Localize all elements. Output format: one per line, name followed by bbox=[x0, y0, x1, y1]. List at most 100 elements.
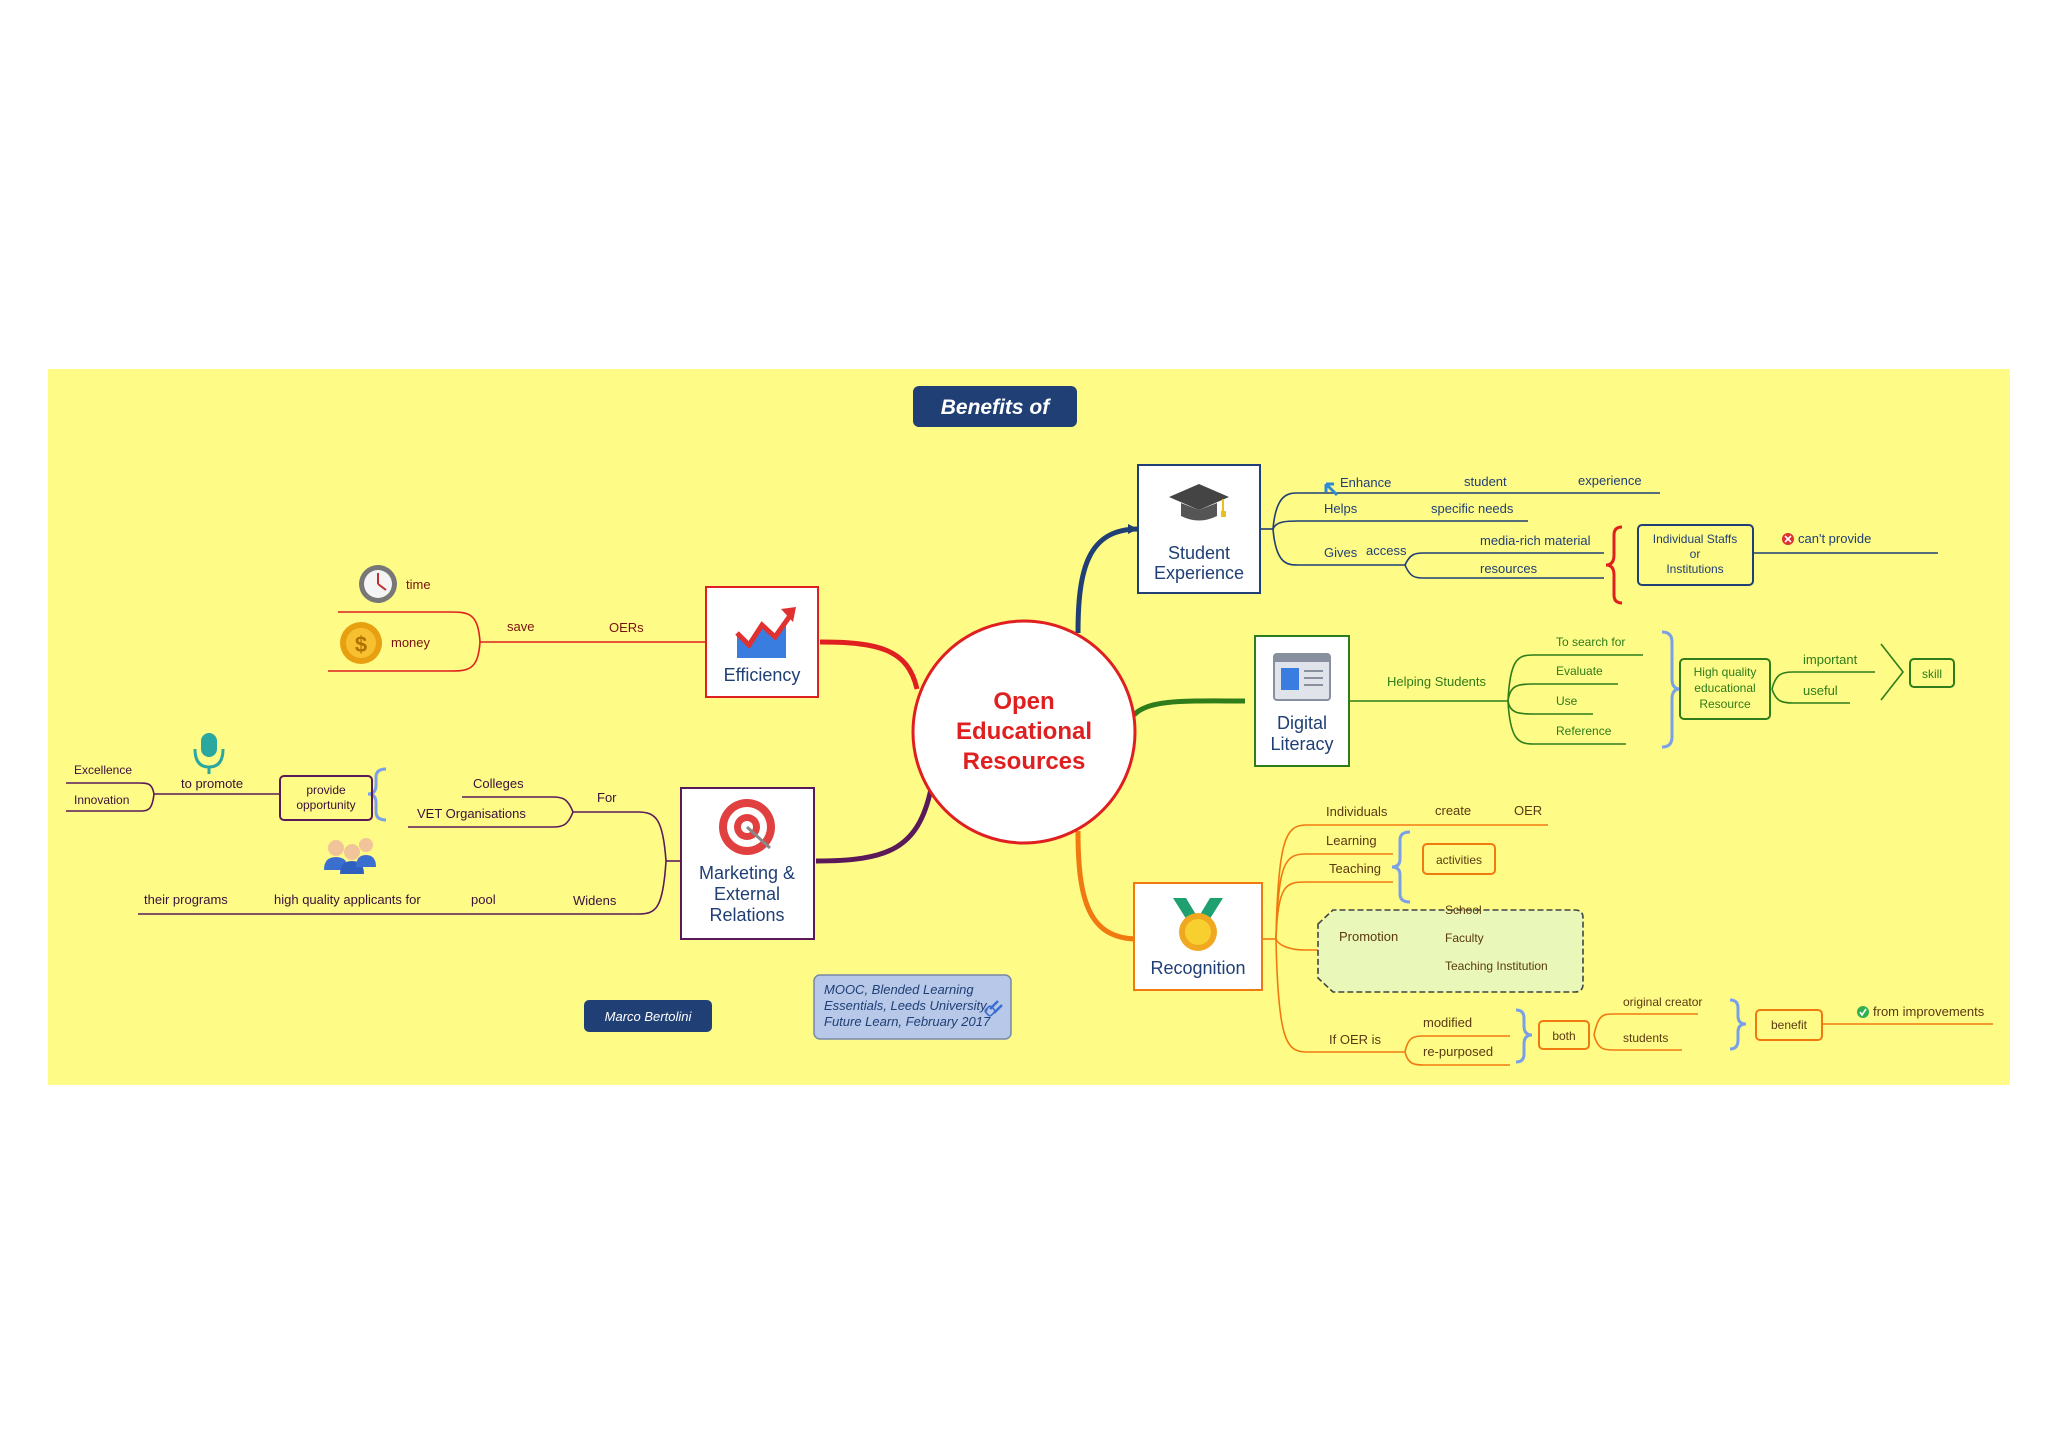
cross-icon bbox=[1782, 533, 1794, 545]
learning-label: Learning bbox=[1326, 833, 1377, 848]
useful-label: useful bbox=[1803, 683, 1838, 698]
dl-item-search: To search for bbox=[1556, 635, 1625, 649]
staff-line-3: Institutions bbox=[1666, 562, 1723, 576]
connector-efficiency bbox=[819, 639, 920, 690]
microphone-icon bbox=[193, 733, 225, 774]
svg-text:$: $ bbox=[355, 632, 367, 657]
colleges-label: Colleges bbox=[473, 776, 524, 791]
citation-box[interactable]: MOOC, Blended Learning Essentials, Leeds… bbox=[813, 974, 1012, 1040]
dl-item-evaluate: Evaluate bbox=[1556, 664, 1603, 678]
innovation-label: Innovation bbox=[74, 793, 129, 807]
staff-line-2: or bbox=[1690, 547, 1701, 561]
citation-line-2: Essentials, Leeds University, bbox=[824, 998, 989, 1013]
create-label: create bbox=[1435, 803, 1471, 818]
to-promote-label: to promote bbox=[181, 776, 243, 791]
brace-icon bbox=[1391, 830, 1411, 904]
clock-icon bbox=[359, 565, 397, 603]
both-box[interactable]: both bbox=[1538, 1020, 1590, 1050]
hq-resource-box[interactable]: High quality educational Resource bbox=[1679, 658, 1771, 720]
for-label: For bbox=[597, 790, 617, 805]
their-programs-label: their programs bbox=[144, 892, 228, 907]
central-line-3: Resources bbox=[963, 748, 1086, 775]
connector-student bbox=[1075, 526, 1139, 634]
brace-icon bbox=[1661, 630, 1681, 749]
level-school: School bbox=[1445, 903, 1482, 917]
marketing-title-2: External bbox=[714, 884, 780, 904]
brace-icon bbox=[1515, 1008, 1533, 1064]
provide-line-1: provide bbox=[306, 783, 346, 797]
staff-line-1: Individual Staffs bbox=[1653, 532, 1738, 546]
efficiency-title: Efficiency bbox=[724, 665, 801, 685]
hq-line-2: educational bbox=[1694, 681, 1755, 695]
node-recognition[interactable]: Recognition bbox=[1133, 882, 1263, 991]
growth-chart-icon bbox=[735, 607, 796, 658]
connector-recognition bbox=[1075, 830, 1139, 942]
central-line-2: Educational bbox=[956, 718, 1092, 745]
graduation-cap-icon bbox=[1169, 484, 1229, 521]
student-label: student bbox=[1464, 474, 1507, 489]
activities-label: activities bbox=[1436, 853, 1482, 867]
oer-label: OER bbox=[1514, 803, 1542, 818]
vet-label: VET Organisations bbox=[417, 806, 526, 821]
activities-box[interactable]: activities bbox=[1422, 843, 1496, 875]
mind-map: Benefits of Open Educational Resources S… bbox=[66, 386, 1993, 1066]
helping-students-label: Helping Students bbox=[1387, 674, 1487, 689]
medal-icon bbox=[1173, 898, 1223, 951]
benefit-box[interactable]: benefit bbox=[1755, 1009, 1823, 1041]
save-label: save bbox=[507, 619, 534, 634]
important-label: important bbox=[1803, 652, 1858, 667]
mind-map-canvas: Benefits of Open Educational Resources S… bbox=[48, 369, 2010, 1085]
connector-digital bbox=[1132, 698, 1246, 717]
brace-icon bbox=[1605, 525, 1623, 605]
central-node[interactable]: Open Educational Resources bbox=[911, 619, 1137, 845]
hq-line-3: Resource bbox=[1699, 697, 1751, 711]
students-label: students bbox=[1623, 1031, 1668, 1045]
target-icon bbox=[719, 799, 775, 855]
staff-box[interactable]: Individual Staffs or Institutions bbox=[1637, 524, 1754, 586]
efficiency-branches bbox=[328, 611, 705, 672]
people-icon bbox=[324, 838, 376, 874]
brace-icon bbox=[367, 767, 387, 822]
node-student-experience[interactable]: Student Experience bbox=[1137, 464, 1261, 594]
brace-icon bbox=[1729, 998, 1747, 1051]
digital-title-2: Literacy bbox=[1270, 734, 1333, 754]
media-rich-label: media-rich material bbox=[1480, 533, 1591, 548]
specific-needs-label: specific needs bbox=[1431, 501, 1514, 516]
level-teaching-institution: Teaching Institution bbox=[1445, 959, 1548, 973]
digital-title-1: Digital bbox=[1277, 713, 1327, 733]
access-label: access bbox=[1366, 543, 1407, 558]
widens-label: Widens bbox=[573, 893, 617, 908]
resources-label: resources bbox=[1480, 561, 1538, 576]
if-oer-label: If OER is bbox=[1329, 1032, 1382, 1047]
provide-opportunity-box[interactable]: provide opportunity bbox=[279, 775, 373, 821]
benefit-label: benefit bbox=[1771, 1018, 1808, 1032]
helps-label: Helps bbox=[1324, 501, 1358, 516]
node-digital-literacy[interactable]: Digital Literacy bbox=[1254, 635, 1350, 767]
from-improvements-label: from improvements bbox=[1873, 1004, 1985, 1019]
map-title-text: Benefits of bbox=[941, 396, 1052, 419]
author-name: Marco Bertolini bbox=[605, 1009, 693, 1024]
dl-item-reference: Reference bbox=[1556, 724, 1612, 738]
dollar-coin-icon: $ bbox=[340, 622, 382, 664]
skill-box[interactable]: skill bbox=[1909, 658, 1955, 688]
node-marketing[interactable]: Marketing & External Relations bbox=[680, 787, 815, 940]
original-creator-label: original creator bbox=[1623, 995, 1702, 1009]
promotion-callout bbox=[1317, 909, 1584, 993]
repurposed-label: re-purposed bbox=[1423, 1044, 1493, 1059]
recognition-title: Recognition bbox=[1150, 958, 1245, 978]
enhance-label: Enhance bbox=[1340, 475, 1391, 490]
citation-line-3: Future Learn, February 2017 bbox=[824, 1014, 991, 1029]
author-box[interactable]: Marco Bertolini bbox=[584, 1000, 712, 1032]
experience-label: experience bbox=[1578, 473, 1642, 488]
time-label: time bbox=[406, 577, 431, 592]
map-title[interactable]: Benefits of bbox=[913, 386, 1077, 427]
teaching-label: Teaching bbox=[1329, 861, 1381, 876]
link-icon[interactable] bbox=[984, 1000, 1003, 1017]
modified-label: modified bbox=[1423, 1015, 1472, 1030]
excellence-label: Excellence bbox=[74, 763, 132, 777]
promotion-label: Promotion bbox=[1339, 929, 1398, 944]
hq-applicants-label: high quality applicants for bbox=[274, 892, 421, 907]
connector-marketing bbox=[815, 788, 934, 864]
node-efficiency[interactable]: Efficiency bbox=[705, 586, 819, 698]
hq-line-1: High quality bbox=[1694, 665, 1757, 679]
